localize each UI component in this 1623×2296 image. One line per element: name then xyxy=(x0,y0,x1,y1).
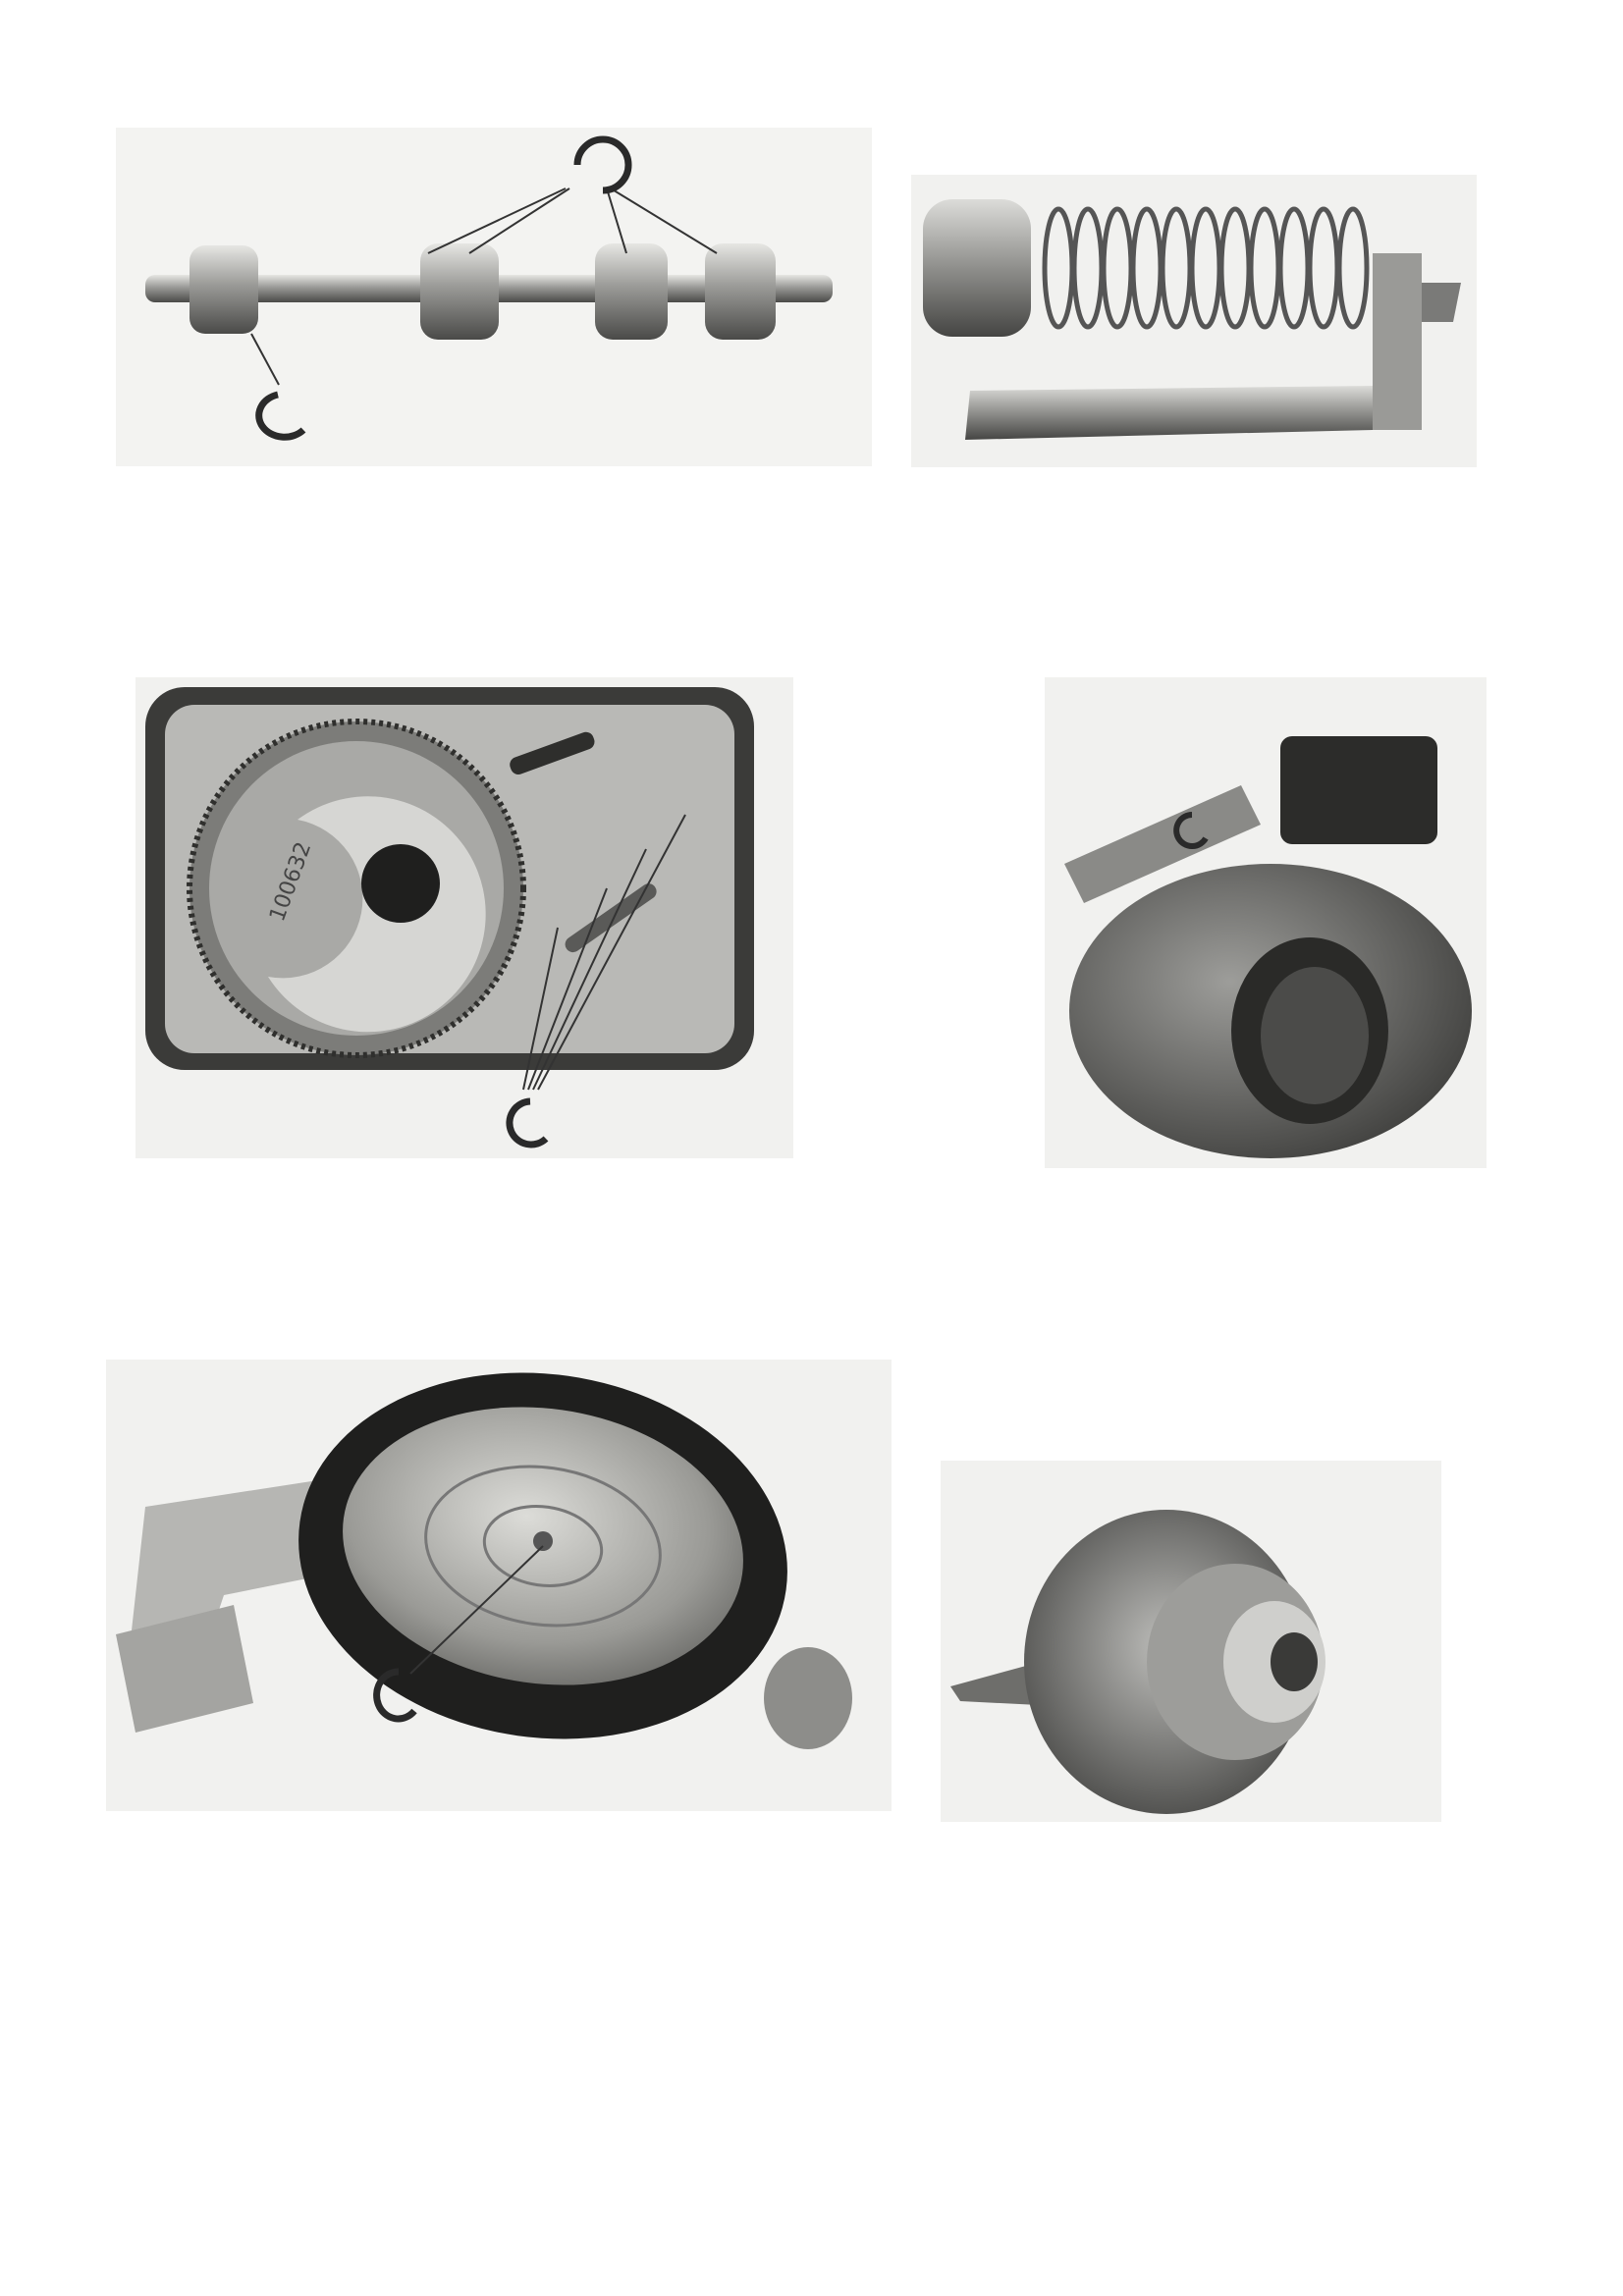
roller xyxy=(420,243,499,340)
pulley-bore xyxy=(1271,1632,1318,1691)
circlip-icon xyxy=(255,391,306,441)
circlip-icon xyxy=(506,1097,549,1148)
figure-wheel-arm xyxy=(106,1360,892,1811)
lever xyxy=(510,731,595,774)
figure-gear-housing: 100632 xyxy=(135,677,793,1158)
callout-lines xyxy=(250,187,718,386)
figure-spring-bracket xyxy=(911,175,1477,467)
figure-clamp-hub xyxy=(1045,677,1487,1168)
clamp-bracket xyxy=(1064,785,1261,903)
shaft-assembly-illustration xyxy=(116,128,872,466)
figure-pulley-hub xyxy=(941,1461,1441,1822)
adjust-knob xyxy=(764,1647,852,1749)
arm-clamp xyxy=(116,1605,253,1733)
wheel-axle xyxy=(533,1531,553,1551)
pulley-hub-illustration xyxy=(941,1461,1441,1822)
wheel-arm-illustration xyxy=(106,1360,892,1811)
roller xyxy=(189,245,258,334)
gear-housing-illustration: 100632 xyxy=(135,677,793,1158)
figure-shaft-assembly xyxy=(116,128,872,466)
clamp-hub-illustration xyxy=(1045,677,1487,1168)
coil-spring xyxy=(1042,206,1370,330)
spring-cup xyxy=(923,199,1031,337)
callout-lines xyxy=(522,814,686,1091)
roller xyxy=(705,243,776,340)
clamp-jaw xyxy=(1280,736,1437,844)
drive-hub xyxy=(361,844,440,923)
circlip-icon xyxy=(573,135,632,194)
callout-line xyxy=(409,1545,544,1675)
roller xyxy=(595,243,668,340)
bracket-tab xyxy=(1422,283,1461,322)
spring-bracket-illustration xyxy=(911,175,1477,467)
circlip-icon xyxy=(373,1668,417,1723)
bracket-plate xyxy=(965,386,1373,440)
hub-bore-inner xyxy=(1261,967,1369,1104)
bracket-arm xyxy=(1373,253,1422,430)
circlip-icon xyxy=(1173,812,1209,849)
